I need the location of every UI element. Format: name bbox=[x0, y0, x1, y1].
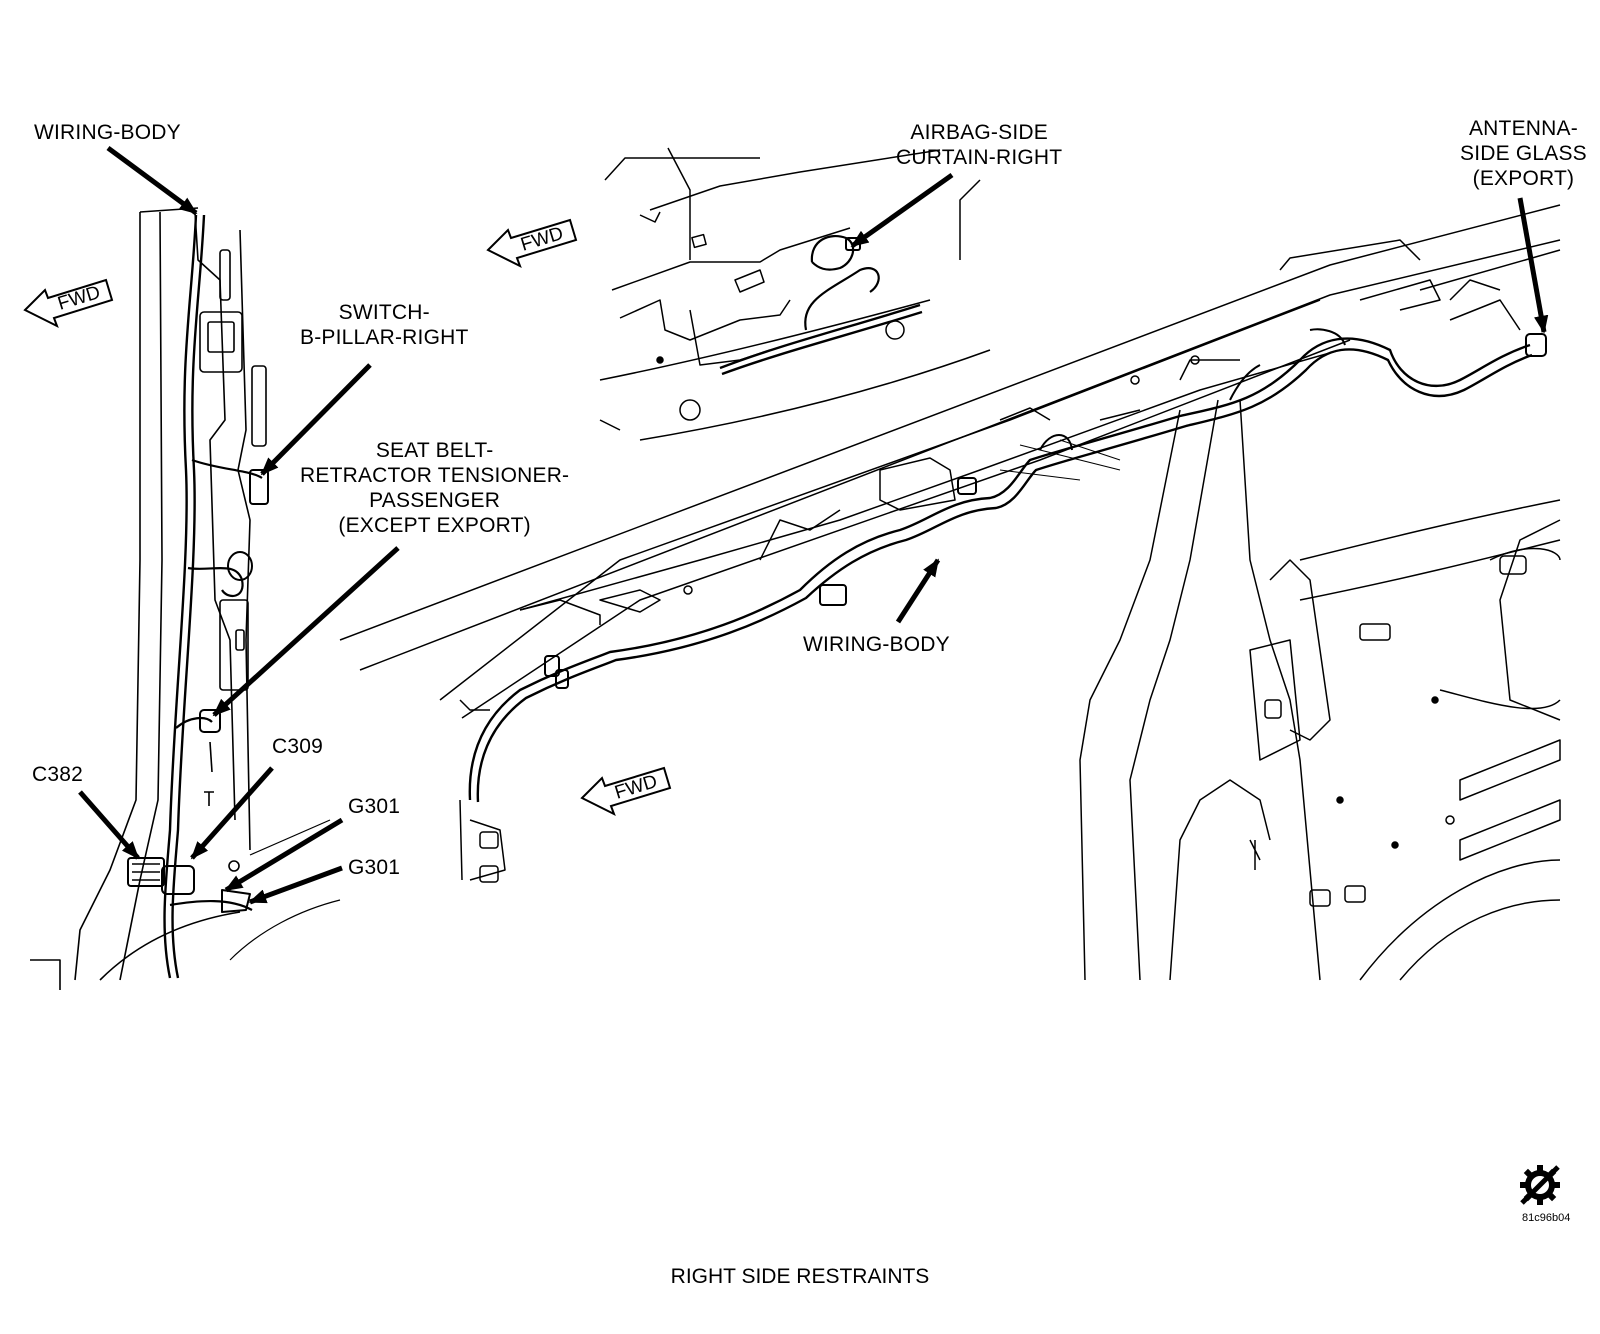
label-line: SWITCH- bbox=[338, 301, 430, 324]
label-line: SEAT BELT- bbox=[375, 439, 494, 462]
gear-slash-icon bbox=[1520, 1165, 1560, 1205]
label-seat-belt: SEAT BELT- RETRACTOR TENSIONER- PASSENGE… bbox=[300, 438, 569, 538]
fwd-arrow-left: FWD bbox=[23, 278, 114, 329]
label-g301-b: G301 bbox=[348, 855, 400, 880]
label-line: WIRING-BODY bbox=[803, 633, 950, 656]
label-c382: C382 bbox=[32, 762, 83, 787]
airbag-inset-view bbox=[599, 147, 991, 441]
label-line: B-PILLAR-RIGHT bbox=[300, 326, 469, 349]
label-switch-b-pillar: SWITCH- B-PILLAR-RIGHT bbox=[300, 300, 469, 350]
figure-code: 81c96b04 bbox=[1522, 1212, 1571, 1224]
label-airbag-curtain: AIRBAG-SIDE CURTAIN-RIGHT bbox=[896, 120, 1062, 170]
label-line: CURTAIN-RIGHT bbox=[896, 146, 1063, 169]
label-line: (EXPORT) bbox=[1472, 167, 1575, 190]
label-line: SIDE GLASS bbox=[1460, 142, 1587, 165]
label-antenna: ANTENNA- SIDE GLASS (EXPORT) bbox=[1460, 116, 1587, 191]
label-line: C382 bbox=[32, 763, 84, 786]
label-line: G301 bbox=[348, 856, 401, 879]
label-c309: C309 bbox=[272, 734, 323, 759]
label-wiring-body-mid: WIRING-BODY bbox=[803, 632, 950, 657]
label-line: AIRBAG-SIDE bbox=[910, 121, 1048, 144]
fwd-arrow-inset: FWD bbox=[486, 218, 578, 269]
fwd-arrow-center: FWD bbox=[580, 766, 672, 817]
label-g301-a: G301 bbox=[348, 794, 400, 819]
label-line: (EXCEPT EXPORT) bbox=[338, 514, 531, 537]
label-line: RETRACTOR TENSIONER- bbox=[300, 464, 570, 487]
leader-lines bbox=[78, 145, 1549, 905]
label-line: C309 bbox=[272, 735, 324, 758]
label-line: G301 bbox=[348, 795, 401, 818]
label-wiring-body-top: WIRING-BODY bbox=[34, 120, 181, 145]
b-pillar-view bbox=[30, 207, 341, 990]
figure-caption: RIGHT SIDE RESTRAINTS bbox=[670, 1265, 930, 1288]
label-line: WIRING-BODY bbox=[34, 121, 181, 144]
label-line: PASSENGER bbox=[369, 489, 501, 512]
roof-rail-view bbox=[339, 204, 1561, 981]
label-line: ANTENNA- bbox=[1468, 117, 1578, 140]
